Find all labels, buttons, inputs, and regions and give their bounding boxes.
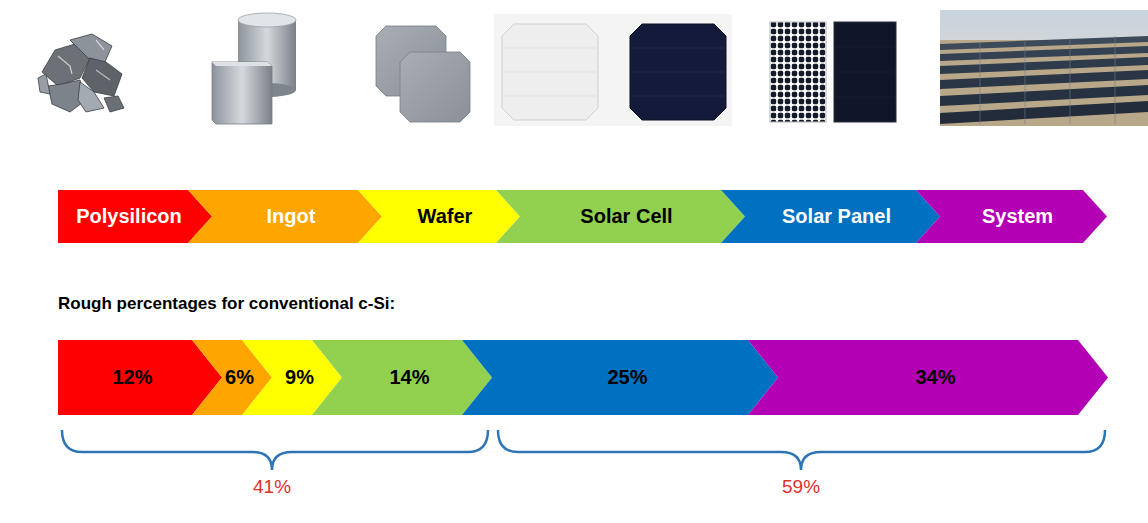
chevron-box: System [916, 190, 1107, 243]
chevron-text-area: Ingot [212, 190, 370, 243]
chevron-fill [916, 190, 1107, 243]
chevron-text-area: 14% [342, 340, 477, 415]
chevron-fill [58, 190, 212, 243]
stage-name: Solar Cell [580, 205, 672, 228]
stage-name: 25% [607, 366, 647, 389]
stage-name: 6% [225, 366, 254, 389]
chevron-text-area: 6% [222, 340, 257, 415]
solar-system-photo [940, 10, 1148, 126]
stage-name: System [982, 205, 1053, 228]
chevron-text-area: Solar Cell [520, 190, 733, 243]
chevron-text-area: Solar Panel [745, 190, 928, 243]
percent-total: 41% [253, 476, 291, 498]
stage-name: 9% [285, 366, 314, 389]
chevron-text-area: Polysilicon [58, 190, 200, 243]
chevron-text-area: 25% [492, 340, 763, 415]
chevron-text-area: 34% [778, 340, 1093, 415]
chevron-fill [496, 190, 745, 243]
chevron-box: Wafer [358, 190, 520, 243]
chevron-text-area: 12% [58, 340, 207, 415]
solar-panel-photo [770, 22, 896, 122]
chevron-fill [748, 340, 1108, 415]
chevron-text-area: 9% [272, 340, 327, 415]
chevron-fill [721, 190, 940, 243]
chevron-box: Polysilicon [58, 190, 212, 243]
chevron-box: Solar Panel [721, 190, 940, 243]
chevron-box: Ingot [188, 190, 382, 243]
chevron-box: Solar Cell [496, 190, 745, 243]
bracket [62, 430, 1105, 470]
ingot-photo [212, 13, 296, 124]
chevron-fill [462, 340, 778, 415]
solar-cell-photo [494, 14, 732, 126]
polysilicon-photo [38, 34, 124, 112]
chevron-text-area: Wafer [382, 190, 508, 243]
chevron-text-area: System [940, 190, 1095, 243]
chevron-box: 25% [462, 340, 778, 415]
wafer-photo [376, 26, 470, 122]
stage-name: Solar Panel [782, 205, 891, 228]
stage-name: 12% [112, 366, 152, 389]
chevron-fill [58, 340, 222, 415]
stage-name: 34% [915, 366, 955, 389]
chevron-box: 12% [58, 340, 222, 415]
chevron-fill [188, 190, 382, 243]
stage-name: 14% [389, 366, 429, 389]
row-heading: Rough percentages for conventional c-Si: [58, 294, 395, 314]
stage-name: Ingot [267, 205, 316, 228]
chevron-fill [358, 190, 520, 243]
percent-total: 59% [782, 476, 820, 498]
chevron-box: 34% [748, 340, 1108, 415]
stage-name: Polysilicon [76, 205, 182, 228]
stage-name: Wafer [418, 205, 473, 228]
chevron-fill [312, 340, 492, 415]
chevron-box: 14% [312, 340, 492, 415]
